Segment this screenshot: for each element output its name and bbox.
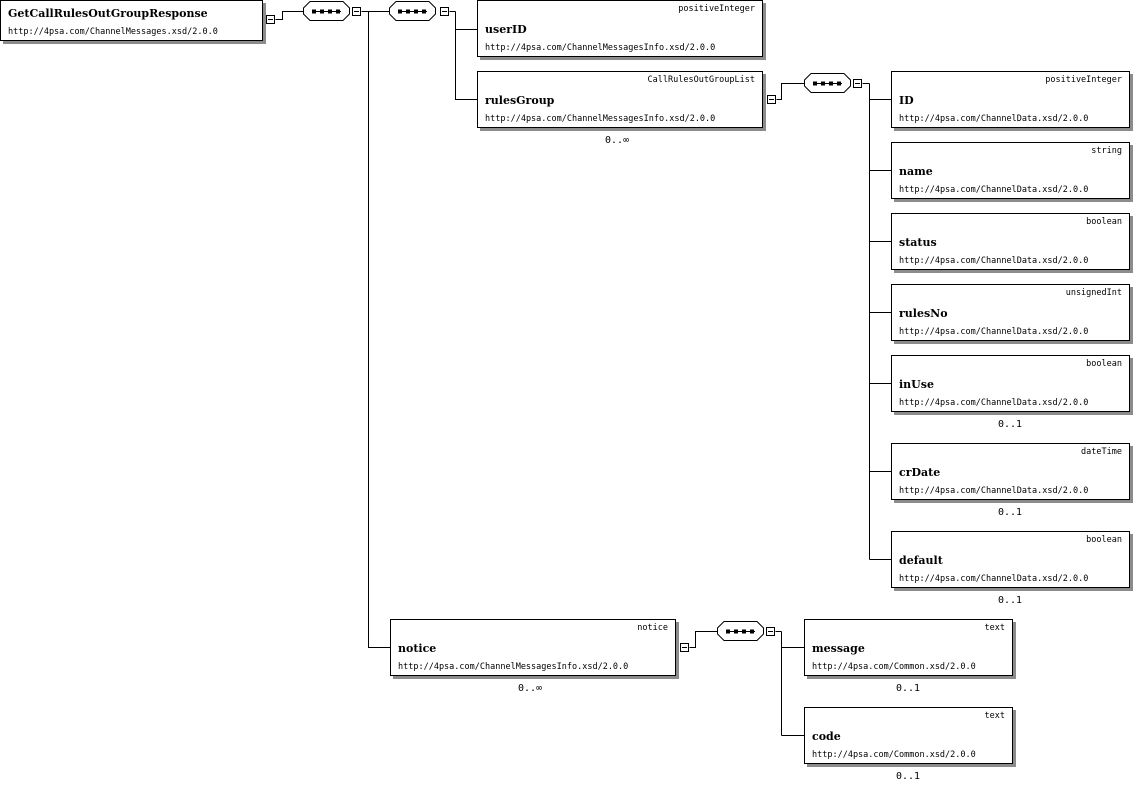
sequence-compositor-icon	[804, 73, 851, 93]
element-type: positiveInteger	[678, 4, 755, 14]
element-namespace: http://4psa.com/ChannelMessagesInfo.xsd/…	[398, 662, 629, 672]
element-namespace: http://4psa.com/ChannelData.xsd/2.0.0	[899, 327, 1089, 337]
element-name: ID	[899, 94, 914, 107]
element-type: text	[984, 623, 1005, 633]
collapse-toggle[interactable]	[440, 7, 449, 16]
sequence-compositor-icon	[303, 1, 350, 21]
element-name: name	[899, 165, 933, 178]
element-node-name[interactable]: string name http://4psa.com/ChannelData.…	[891, 142, 1130, 199]
element-node-crdate[interactable]: dateTime crDate http://4psa.com/ChannelD…	[891, 443, 1130, 500]
element-namespace: http://4psa.com/ChannelMessagesInfo.xsd/…	[485, 114, 716, 124]
element-type: string	[1091, 146, 1122, 156]
element-type: text	[984, 711, 1005, 721]
element-namespace: http://4psa.com/Common.xsd/2.0.0	[812, 662, 976, 672]
element-namespace: http://4psa.com/ChannelMessages.xsd/2.0.…	[8, 27, 218, 37]
sequence-compositor-icon	[389, 1, 436, 21]
collapse-toggle[interactable]	[680, 643, 689, 652]
element-node-id[interactable]: positiveInteger ID http://4psa.com/Chann…	[891, 71, 1130, 128]
element-namespace: http://4psa.com/ChannelData.xsd/2.0.0	[899, 398, 1089, 408]
element-name: GetCallRulesOutGroupResponse	[8, 7, 208, 20]
collapse-toggle[interactable]	[767, 95, 776, 104]
element-node-rulesgroup[interactable]: CallRulesOutGroupList rulesGroup http://…	[477, 71, 763, 128]
element-type: dateTime	[1081, 447, 1122, 457]
element-namespace: http://4psa.com/ChannelData.xsd/2.0.0	[899, 486, 1089, 496]
cardinality-label: 0..1	[896, 771, 921, 782]
cardinality-label: 0..1	[998, 595, 1023, 606]
element-name: default	[899, 554, 943, 567]
element-namespace: http://4psa.com/ChannelData.xsd/2.0.0	[899, 574, 1089, 584]
collapse-toggle[interactable]	[266, 15, 275, 24]
element-namespace: http://4psa.com/Common.xsd/2.0.0	[812, 750, 976, 760]
cardinality-label: 0..1	[896, 683, 921, 694]
element-name: code	[812, 730, 841, 743]
cardinality-label: 0..∞	[605, 135, 630, 146]
element-name: rulesNo	[899, 307, 948, 320]
element-name: crDate	[899, 466, 941, 479]
cardinality-label: 0..1	[998, 507, 1023, 518]
root-element-node[interactable]: GetCallRulesOutGroupResponse http://4psa…	[0, 0, 263, 41]
sequence-compositor-icon	[717, 621, 764, 641]
element-name: userID	[485, 23, 527, 36]
element-name: status	[899, 236, 937, 249]
element-namespace: http://4psa.com/ChannelData.xsd/2.0.0	[899, 114, 1089, 124]
element-node-userid[interactable]: positiveInteger userID http://4psa.com/C…	[477, 0, 763, 57]
element-type: boolean	[1086, 217, 1122, 227]
collapse-toggle[interactable]	[352, 7, 361, 16]
element-node-rulesno[interactable]: unsignedInt rulesNo http://4psa.com/Chan…	[891, 284, 1130, 341]
cardinality-label: 0..1	[998, 419, 1023, 430]
element-node-default[interactable]: boolean default http://4psa.com/ChannelD…	[891, 531, 1130, 588]
element-node-notice[interactable]: notice notice http://4psa.com/ChannelMes…	[390, 619, 676, 676]
element-type: boolean	[1086, 359, 1122, 369]
collapse-toggle[interactable]	[766, 627, 775, 636]
element-node-status[interactable]: boolean status http://4psa.com/ChannelDa…	[891, 213, 1130, 270]
element-name: notice	[398, 642, 437, 655]
element-name: message	[812, 642, 865, 655]
element-type: unsignedInt	[1065, 288, 1122, 298]
element-type: notice	[637, 623, 668, 633]
element-node-message[interactable]: text message http://4psa.com/Common.xsd/…	[804, 619, 1013, 676]
element-namespace: http://4psa.com/ChannelMessagesInfo.xsd/…	[485, 43, 716, 53]
element-name: rulesGroup	[485, 94, 555, 107]
cardinality-label: 0..∞	[518, 683, 543, 694]
element-type: positiveInteger	[1045, 75, 1122, 85]
element-node-inuse[interactable]: boolean inUse http://4psa.com/ChannelDat…	[891, 355, 1130, 412]
element-type: boolean	[1086, 535, 1122, 545]
element-name: inUse	[899, 378, 934, 391]
collapse-toggle[interactable]	[853, 79, 862, 88]
element-namespace: http://4psa.com/ChannelData.xsd/2.0.0	[899, 256, 1089, 266]
element-namespace: http://4psa.com/ChannelData.xsd/2.0.0	[899, 185, 1089, 195]
element-node-code[interactable]: text code http://4psa.com/Common.xsd/2.0…	[804, 707, 1013, 764]
element-type: CallRulesOutGroupList	[647, 75, 755, 85]
